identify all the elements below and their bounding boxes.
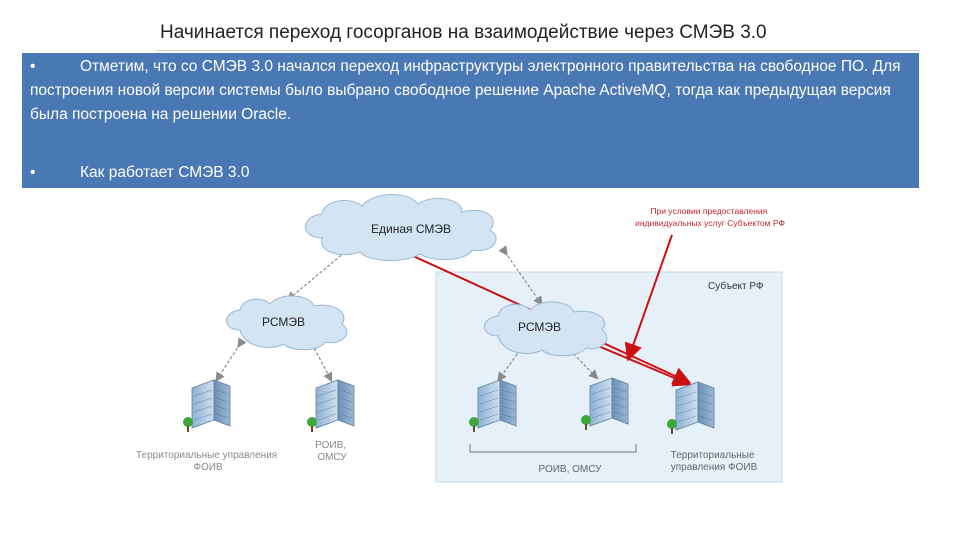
group-bracket [469, 444, 637, 453]
region-label: Субъект РФ [708, 280, 764, 292]
building-icon [182, 379, 231, 433]
label-line: ФОИВ [193, 462, 223, 473]
central-cloud-label: Единая СМЭВ [371, 222, 451, 236]
label-line: управления ФОИВ [671, 462, 758, 473]
bullet-text-2: Как работает СМЭВ 3.0 [80, 164, 250, 181]
label-line: Территориальные управления [136, 450, 277, 461]
label-line: ОМСУ [317, 452, 347, 463]
right-cloud: РСМЭВ [484, 301, 608, 357]
left-cloud: РСМЭВ [226, 295, 348, 351]
note-line: При условии предоставления [650, 206, 767, 216]
link-left-b2 [305, 337, 333, 383]
bullet-marker: • [30, 58, 36, 75]
red-link-note [624, 234, 673, 362]
condition-note: При условии предоставления индивидуальны… [635, 206, 785, 228]
bullet-item-2: • Как работает СМЭВ 3.0 [30, 161, 910, 185]
page-title: Начинается переход госорганов на взаимод… [160, 22, 767, 43]
building-icon [306, 379, 355, 433]
bullet-item-1: • Отметим, что со СМЭВ 3.0 начался перех… [30, 55, 910, 127]
left-building1-label: Территориальные управления ФОИВ [136, 450, 280, 473]
central-cloud: Единая СМЭВ [305, 193, 497, 262]
link-central-right [498, 245, 543, 306]
link-central-left [286, 245, 352, 302]
link-left-b1 [215, 337, 247, 383]
note-line: индивидуальных услуг Субъектом РФ [635, 218, 785, 228]
text-box: • Отметим, что со СМЭВ 3.0 начался перех… [22, 53, 919, 188]
region-subject-rf [435, 271, 783, 483]
left-cloud-label: РСМЭВ [262, 315, 305, 329]
label-line: РОИВ, [315, 440, 346, 451]
left-building2-label: РОИВ, ОМСУ [315, 440, 349, 463]
bullet-text-1: Отметим, что со СМЭВ 3.0 начался переход… [30, 58, 901, 123]
link-right-b1 [497, 343, 527, 382]
right-building3-label: Территориальные управления ФОИВ [671, 450, 758, 473]
right-group-label: РОИВ, ОМСУ [539, 464, 603, 475]
title-divider [156, 50, 920, 51]
bullet-marker: • [30, 164, 36, 181]
right-cloud-label: РСМЭВ [518, 320, 561, 334]
label-line: Территориальные [671, 450, 755, 461]
